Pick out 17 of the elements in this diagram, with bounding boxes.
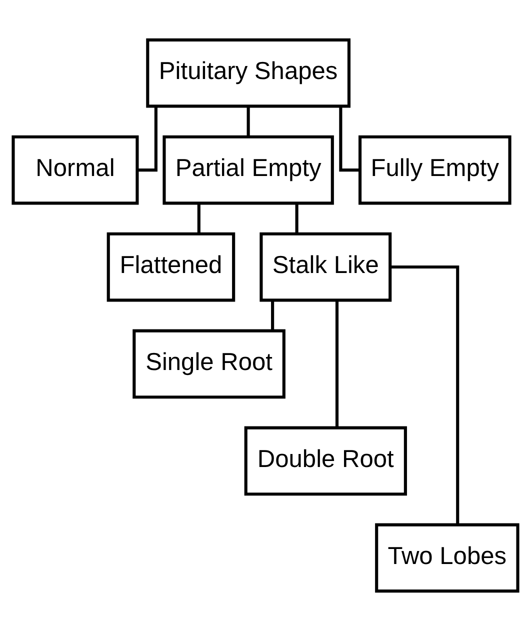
- connector: [390, 264, 460, 524]
- connector: [339, 106, 360, 172]
- connector: [271, 300, 274, 330]
- connector: [295, 202, 298, 234]
- node-box: Partial Empty: [162, 134, 334, 204]
- node-box: Flattened: [106, 232, 236, 302]
- connector: [197, 202, 200, 234]
- connector: [137, 106, 158, 172]
- node-box: Two Lobes: [375, 522, 520, 592]
- connector: [335, 300, 339, 428]
- node-box: Pituitary Shapes: [146, 38, 351, 108]
- node-box: Normal: [12, 134, 139, 204]
- node-box: Fully Empty: [358, 134, 512, 204]
- node-box: Double Root: [244, 426, 407, 496]
- node-box: Single Root: [132, 328, 286, 398]
- node-box: Stalk Like: [260, 232, 392, 302]
- connector: [246, 106, 250, 136]
